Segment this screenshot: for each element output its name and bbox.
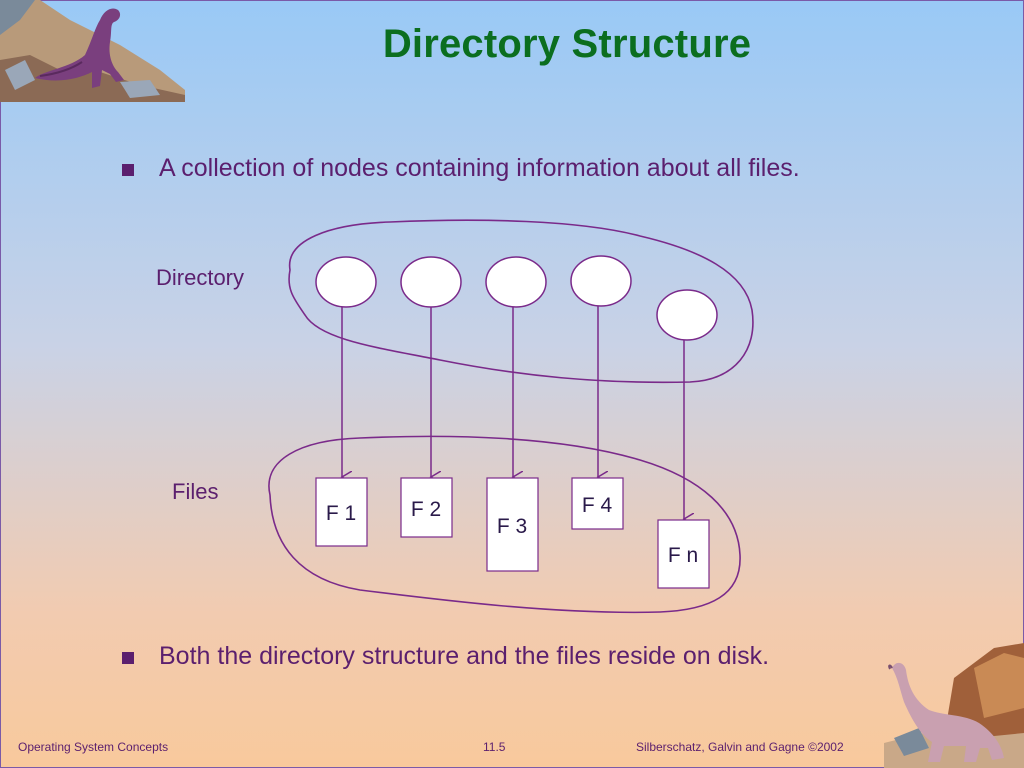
- square-bullet-icon: [122, 652, 134, 664]
- files-label: Files: [172, 479, 219, 504]
- files-outline: [268, 435, 741, 614]
- directory-label: Directory: [156, 265, 245, 290]
- bullet-text: A collection of nodes containing informa…: [159, 154, 800, 182]
- directory-node: [485, 256, 547, 308]
- file-box: [657, 519, 710, 589]
- file-box: [486, 477, 539, 572]
- directory-outline: [288, 219, 754, 384]
- file-label: F 4: [582, 494, 613, 517]
- bullet-text: Both the directory structure and the fil…: [159, 642, 770, 670]
- file-box: [571, 477, 624, 530]
- bullet-item: Both the directory structure and the fil…: [122, 640, 882, 673]
- file-box: [400, 477, 453, 538]
- file-box: [315, 477, 368, 547]
- bullet-item: A collection of nodes containing informa…: [122, 152, 842, 185]
- file-label: F 1: [326, 502, 356, 525]
- footer-right: Silberschatz, Galvin and Gagne ©2002: [636, 740, 844, 754]
- directory-node: [315, 256, 377, 308]
- footer-page-number: 11.5: [483, 740, 506, 754]
- file-label: F 2: [411, 498, 441, 521]
- directory-node: [656, 289, 718, 341]
- footer-left: Operating System Concepts: [18, 740, 169, 754]
- directory-node: [570, 255, 632, 307]
- file-label: F n: [668, 544, 698, 567]
- dinosaur-brachiosaurus-icon: [884, 643, 1024, 768]
- slide-title: Directory Structure: [382, 22, 752, 66]
- directory-node: [400, 256, 462, 308]
- file-label: F 3: [497, 515, 527, 538]
- dinosaur-trex-icon: [0, 0, 185, 102]
- square-bullet-icon: [122, 164, 134, 176]
